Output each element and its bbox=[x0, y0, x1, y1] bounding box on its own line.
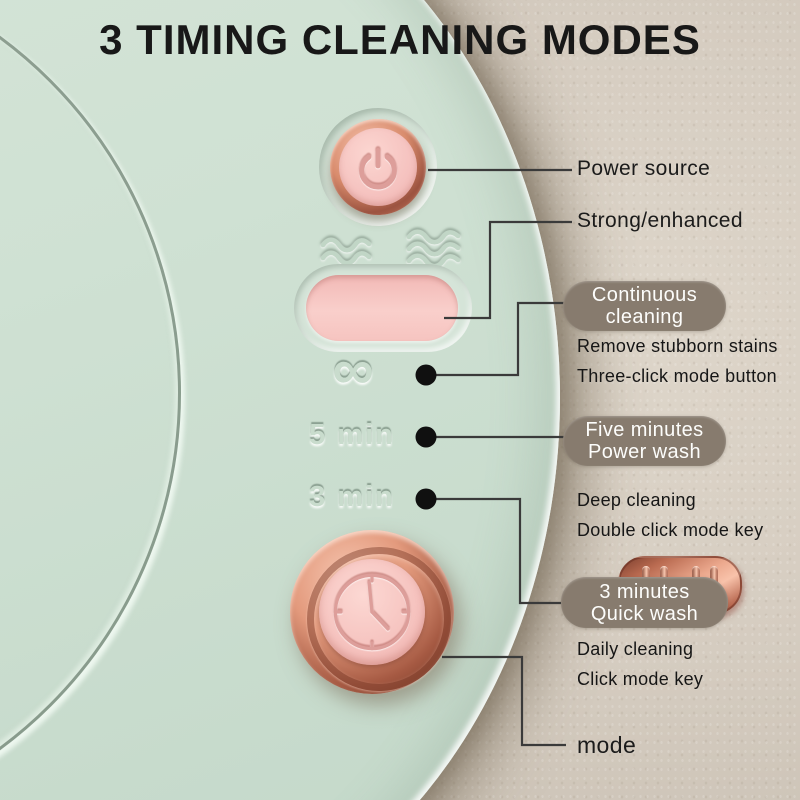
continuous-cleaning-badge: Continuous cleaning bbox=[563, 281, 726, 331]
five-min-engraving: 5 min bbox=[309, 419, 395, 451]
power-icon bbox=[359, 148, 397, 190]
mode-label: mode bbox=[577, 732, 637, 758]
infinity-engraving: ∞ bbox=[332, 337, 373, 402]
five-minutes-desc: Deep cleaning Double click mode key bbox=[577, 485, 763, 545]
mode-toggle bbox=[306, 275, 742, 614]
badge-line: 3 minutes bbox=[599, 580, 690, 603]
wave-low-icon bbox=[320, 237, 372, 265]
lid-seam bbox=[0, 0, 181, 800]
power-button bbox=[339, 128, 417, 206]
page-title: 3 TIMING CLEANING MODES bbox=[99, 16, 701, 63]
clock-button-groove bbox=[307, 547, 451, 691]
badge-line: Quick wash bbox=[590, 602, 699, 625]
continuous-cleaning-desc: Remove stubborn stains Three-click mode … bbox=[577, 331, 778, 391]
power-source-label: Power source bbox=[577, 157, 711, 180]
strong-enhanced-label: Strong/enhanced bbox=[577, 209, 743, 232]
desc-line: Click mode key bbox=[577, 669, 704, 689]
desc-line: Remove stubborn stains bbox=[577, 336, 778, 356]
clock-button bbox=[319, 559, 425, 665]
clock-icon bbox=[333, 573, 411, 651]
desc-line: Deep cleaning bbox=[577, 490, 696, 510]
three-minutes-desc: Daily cleaning Click mode key bbox=[577, 634, 703, 694]
badge-line: cleaning bbox=[605, 306, 684, 328]
badge-line: Power wash bbox=[588, 441, 701, 463]
desc-line: Double click mode key bbox=[577, 520, 764, 540]
desc-line: Daily cleaning bbox=[577, 639, 694, 659]
wave-high-icon bbox=[406, 229, 461, 269]
badge-line: Continuous bbox=[591, 284, 698, 306]
five-minutes-badge: Five minutes Power wash bbox=[563, 416, 726, 466]
three-minutes-badge: 3 minutes Quick wash bbox=[561, 577, 728, 628]
three-min-engraving: 3 min bbox=[309, 481, 395, 513]
desc-line: Three-click mode button bbox=[577, 366, 777, 386]
badge-line: Five minutes bbox=[585, 419, 704, 441]
